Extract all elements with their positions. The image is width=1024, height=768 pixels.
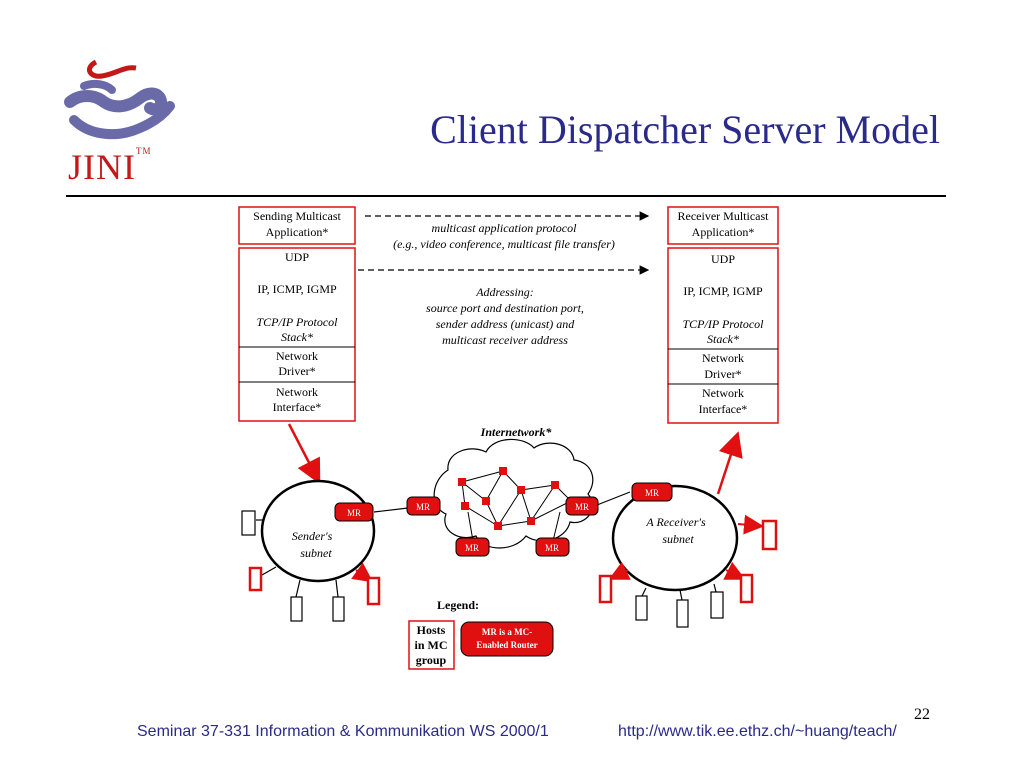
receiver-udp: UDP <box>711 252 735 266</box>
legend-hosts-line1: Hosts <box>417 623 446 637</box>
addressing-label-line1: Addressing: <box>475 285 534 299</box>
router-label: MR <box>575 502 589 512</box>
network-node <box>517 486 525 494</box>
receiver-tcpip-line2: Stack* <box>707 332 739 346</box>
mc-host-icon <box>598 574 613 604</box>
network-node <box>551 481 559 489</box>
sender-app-box <box>238 206 356 245</box>
footer-url: http://www.tik.ee.ethz.ch/~huang/teach/ <box>618 723 897 740</box>
router-label: MR <box>347 508 361 518</box>
internetwork-label: Internetwork* <box>480 425 553 439</box>
internetwork-nodes <box>458 467 559 530</box>
receiver-app-line2: Application* <box>692 225 755 239</box>
router-label: MR <box>645 488 659 498</box>
receiver-stack-arrow <box>716 431 743 495</box>
router-entry: MR <box>406 496 441 516</box>
sender-interface-line1: Network <box>276 385 318 399</box>
sender-app-line1: Sending Multicast <box>253 209 341 223</box>
router-label: MR <box>545 543 559 553</box>
router-sender: MR <box>334 502 374 522</box>
receiver-hosts <box>598 514 778 628</box>
receiver-stack-box <box>667 247 779 424</box>
addressing-label-line4: multicast receiver address <box>442 333 568 347</box>
router-bottom-right: MR <box>535 537 570 557</box>
sender-app-line2: Application* <box>266 225 329 239</box>
title-divider <box>66 195 946 197</box>
receiver-subnet-label-line2: subnet <box>662 532 694 546</box>
router-label: MR <box>416 502 430 512</box>
host-icon <box>710 591 724 619</box>
slide-title: Client Dispatcher Server Model <box>430 107 940 152</box>
legend-router-box <box>460 621 554 657</box>
router-label: MR <box>465 543 479 553</box>
router-receiver: MR <box>631 482 673 502</box>
mc-host-icon <box>739 573 754 604</box>
receiver-subnet <box>611 484 739 592</box>
legend-router-line2: Enabled Router <box>476 640 537 650</box>
receiver-driver-line2: Driver* <box>704 367 741 381</box>
network-node <box>458 478 466 486</box>
protocol-label-line2: (e.g., video conference, multicast file … <box>393 237 615 251</box>
host-icon <box>635 595 648 621</box>
receiver-app-box <box>667 206 779 245</box>
addressing-label-line2: source port and destination port, <box>426 301 584 315</box>
page-number: 22 <box>914 706 930 723</box>
host-icon <box>290 596 303 622</box>
sender-tcpip-line2: Stack* <box>281 330 313 344</box>
router-exit: MR <box>565 496 599 516</box>
receiver-tcpip-line1: TCP/IP Protocol <box>683 317 765 331</box>
jini-logo-icon <box>64 59 175 140</box>
mc-host-icon <box>366 576 381 606</box>
legend-hosts-line3: group <box>416 653 447 667</box>
receiver-interface-line1: Network <box>702 386 744 400</box>
receiver-driver-line1: Network <box>702 351 744 365</box>
router-bottom-left: MR <box>455 537 490 557</box>
sender-stack: Sending Multicast Application* UDP IP, I… <box>238 206 356 422</box>
sender-subnet-label-line2: subnet <box>300 546 332 560</box>
sender-hosts <box>241 510 381 622</box>
legend: Legend: Hosts in MC group MR is a MC- En… <box>408 598 554 670</box>
footer-course: Seminar 37-331 Information & Kommunikati… <box>137 723 549 740</box>
mc-host-icon <box>761 519 778 551</box>
addressing-label-line3: sender address (unicast) and <box>436 317 576 331</box>
protocol-label-line1: multicast application protocol <box>432 221 578 235</box>
network-node <box>527 517 535 525</box>
sender-driver-line1: Network <box>276 349 318 363</box>
receiver-interface-line2: Interface* <box>699 402 748 416</box>
receiver-app-line1: Receiver Multicast <box>678 209 770 223</box>
host-icon <box>332 596 345 622</box>
legend-hosts-line2: in MC <box>415 638 448 652</box>
receiver-ip: IP, ICMP, IGMP <box>683 284 763 298</box>
network-node <box>499 467 507 475</box>
sender-stack-box <box>238 247 356 422</box>
sender-driver-line2: Driver* <box>278 364 315 378</box>
logo-text: JINITM <box>68 146 152 187</box>
sender-udp: UDP <box>285 250 309 264</box>
legend-title: Legend: <box>437 598 479 612</box>
legend-router-line1: MR is a MC- <box>482 627 532 637</box>
sender-interface-line2: Interface* <box>273 400 322 414</box>
sender-tcpip-line1: TCP/IP Protocol <box>257 315 339 329</box>
host-icon <box>241 510 256 536</box>
receiver-stack: Receiver Multicast Application* UDP IP, … <box>667 206 779 424</box>
sender-stack-arrow <box>287 423 321 485</box>
internetwork-cloud <box>433 438 594 549</box>
network-node <box>494 522 502 530</box>
network-node <box>461 502 469 510</box>
sender-subnet-label-line1: Sender's <box>292 529 333 543</box>
sender-ip: IP, ICMP, IGMP <box>257 282 337 296</box>
host-icon <box>676 599 689 628</box>
receiver-subnet-label-line1: A Receiver's <box>645 515 706 529</box>
network-node <box>482 497 490 505</box>
legend-host-box <box>408 620 455 670</box>
mc-host-icon <box>248 566 263 592</box>
